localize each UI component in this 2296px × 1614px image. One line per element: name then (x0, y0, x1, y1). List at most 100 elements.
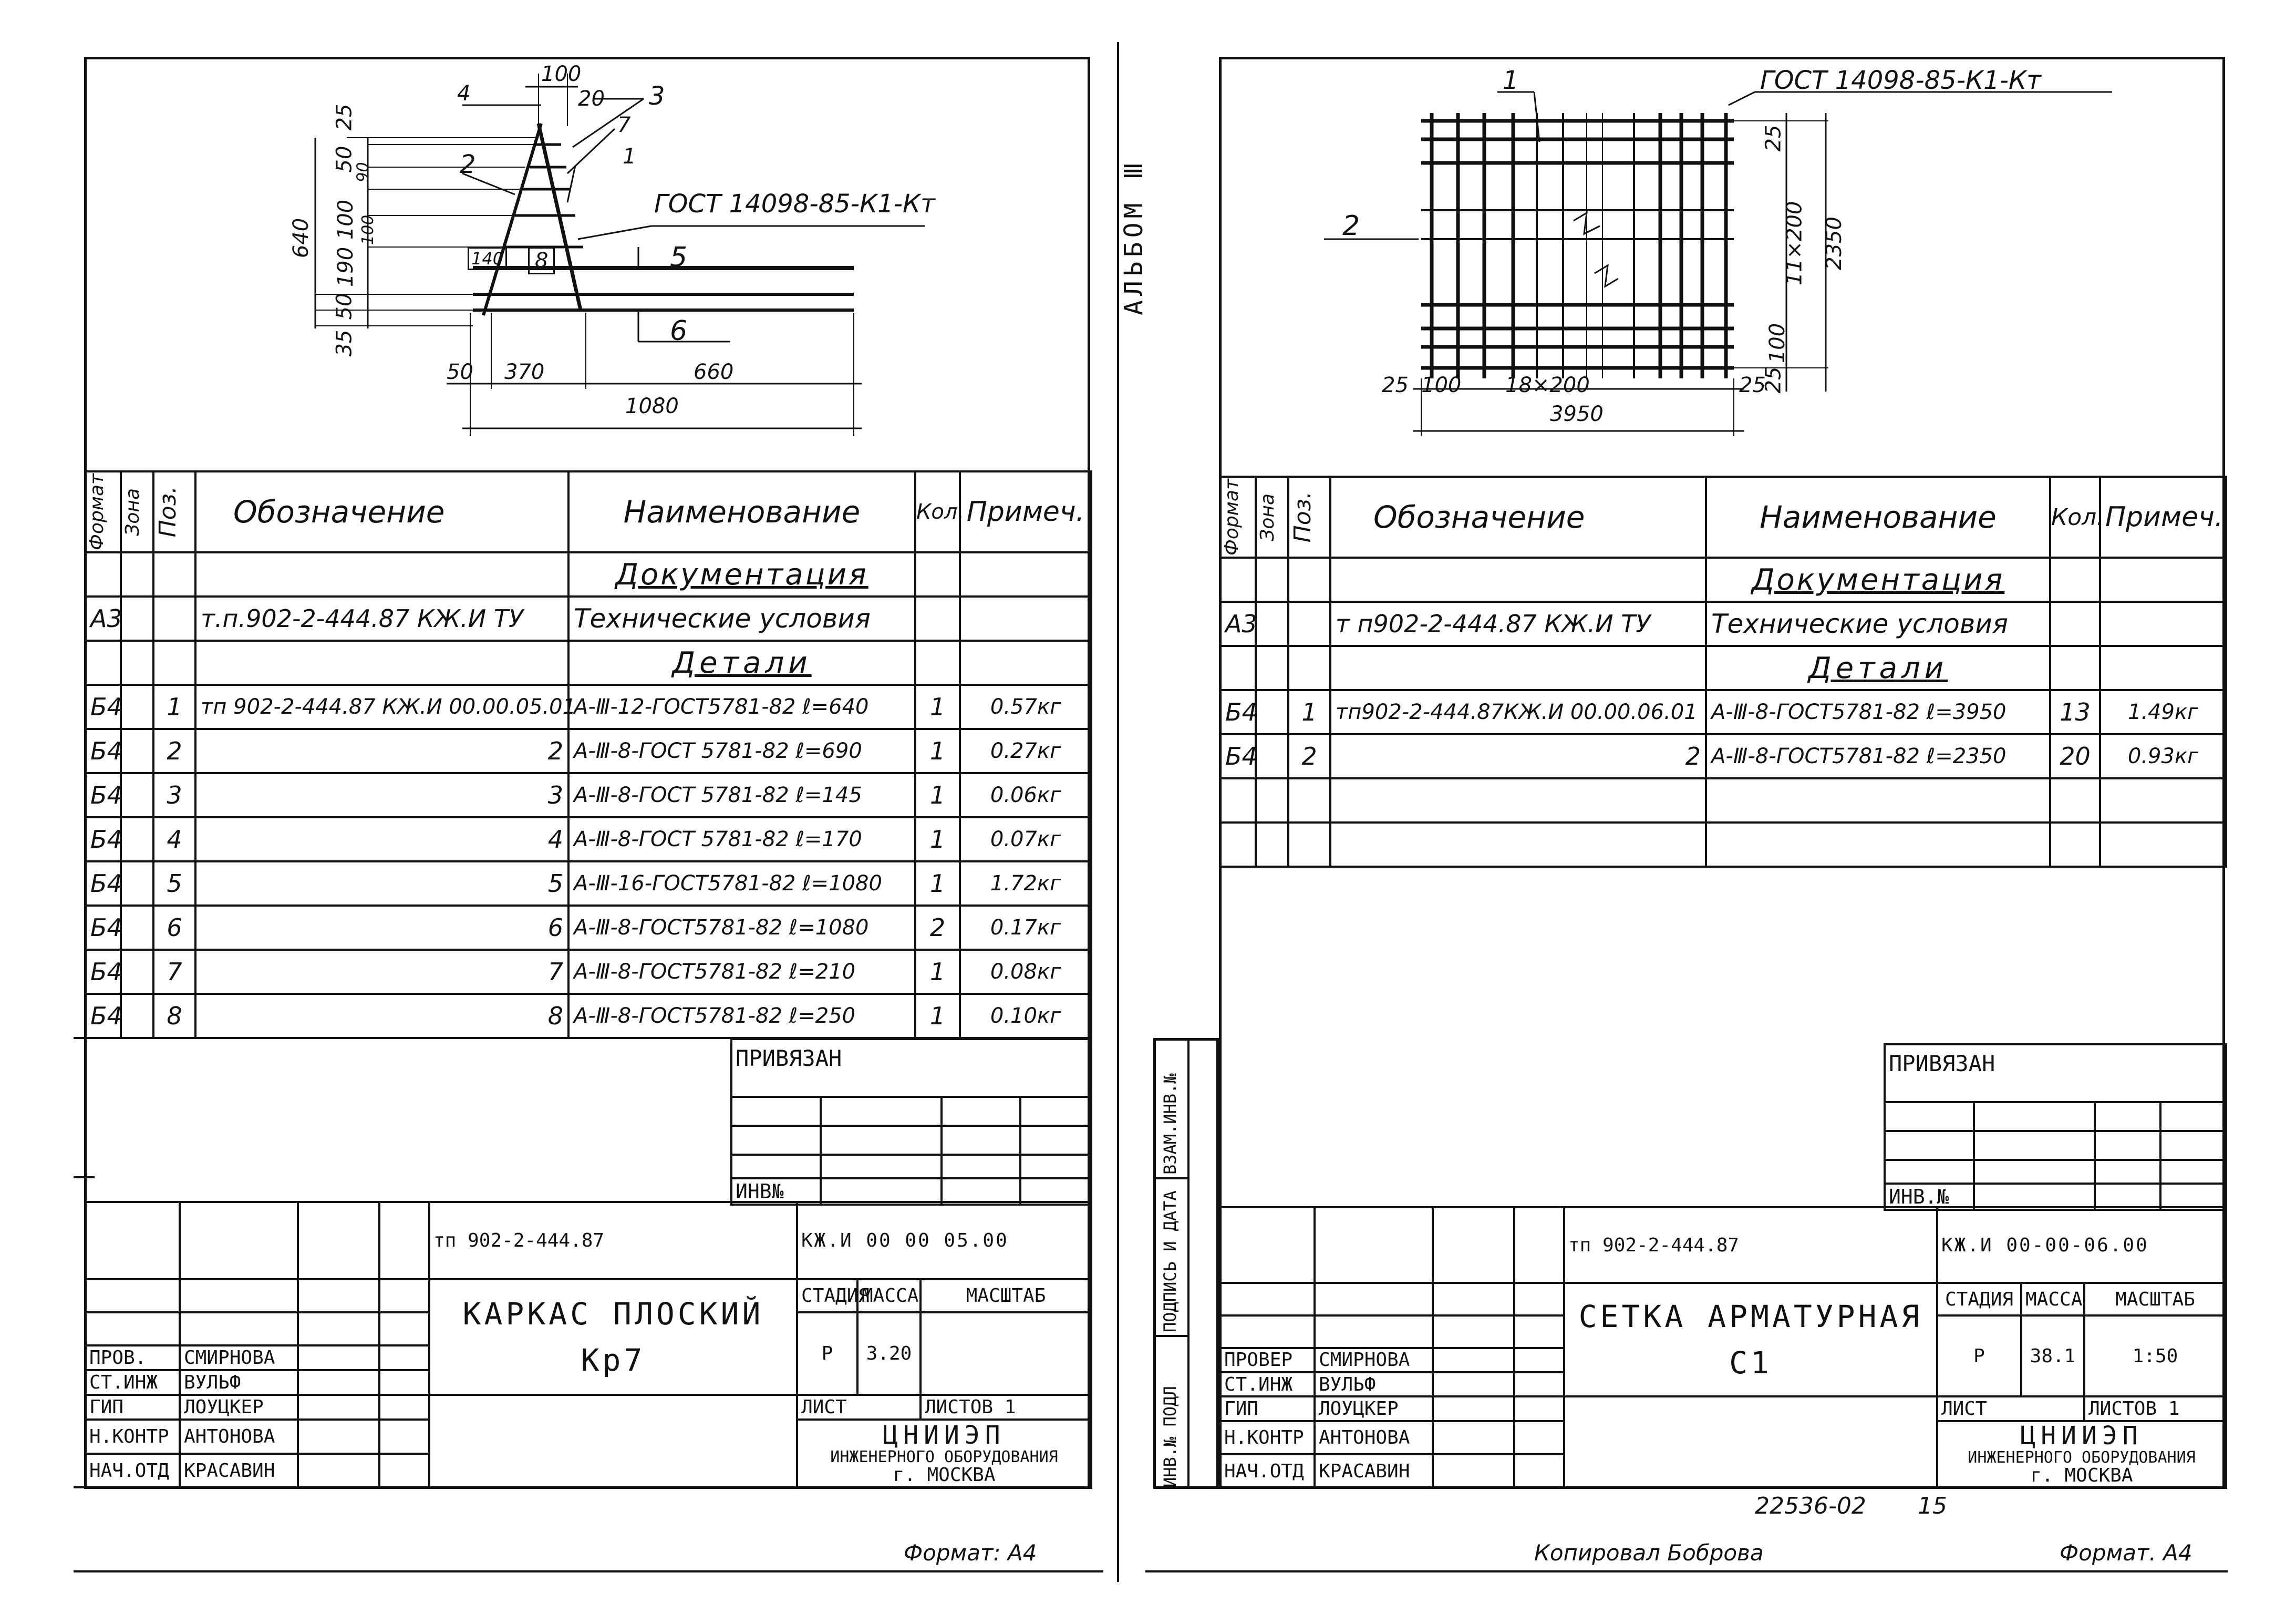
role-label: Н.КОНТР (84, 1418, 181, 1455)
cell-name: А-Ⅲ-8-ГОСТ5781-82 ℓ=3950 (1705, 689, 2051, 735)
org-city: г. МОСКВА (2030, 1465, 2133, 1487)
gost-label: ГОСТ 14098-85-К1-Кт (1760, 66, 2042, 95)
scale-header: МАСШТАБ (2083, 1282, 2228, 1317)
doc-row: А3 т.п.902-2-444.87 КЖ.И ТУ Технические … (84, 595, 1092, 642)
org-name: ЦНИИЭП (883, 1421, 1006, 1451)
cell-qty: 1 (914, 860, 961, 907)
cell-designation: 8 (194, 993, 570, 1039)
header-pos: Поз. (1289, 491, 1316, 543)
side-label-sign: ПОДПИСЬ И ДАТА (1160, 1190, 1180, 1332)
right-spec-table: Формат Зона Поз. Обозначение Наименовани… (1219, 476, 2227, 868)
cell-designation: 2 (1329, 733, 1707, 779)
callout-1: 1 (1503, 66, 1519, 95)
cell-name: Технические условия (567, 595, 916, 642)
cell-designation: 2 (194, 728, 570, 774)
cell-format: Б4 (84, 772, 122, 818)
sheet-header: ЛИСТ (1936, 1395, 2085, 1422)
cell-designation: 3 (194, 772, 570, 818)
sheet-header: ЛИСТ (796, 1394, 922, 1421)
right-format-label: Формат. А4 (2060, 1540, 2192, 1566)
callout-4: 4 (457, 81, 471, 106)
header-qty: Кол. (2049, 476, 2104, 559)
sheets-header: ЛИСТОВ 1 (919, 1394, 1093, 1421)
privyazan-label: ПРИВЯЗАН (1883, 1043, 2228, 1103)
sheets-header: ЛИСТОВ 1 (2083, 1395, 2228, 1422)
cell-pos: 1 (1287, 689, 1331, 735)
dim-100: 100 (334, 199, 358, 240)
drawing-mark: Кр7 (581, 1342, 646, 1378)
header-zone: Зона (122, 488, 143, 536)
cell-note: 0.08кг (959, 949, 1092, 995)
mass-value: 3.20 (856, 1311, 922, 1396)
scale-value: 1:50 (2083, 1314, 2228, 1398)
dim-label: 100 (541, 62, 582, 86)
inv-label: ИНВ№ (730, 1177, 822, 1206)
gost-label: ГОСТ 14098-85-К1-Кт (654, 189, 936, 219)
cell-designation: 7 (194, 949, 570, 995)
callout-1: 1 (623, 145, 636, 169)
cell-note: 0.93кг (2099, 733, 2227, 779)
header-zone: Зона (1257, 493, 1278, 541)
cell-qty: 13 (2049, 689, 2101, 735)
table-row (1219, 821, 2227, 868)
left-spec-table: Формат Зона Поз. Обозначение Наименовани… (84, 470, 1092, 1039)
cell-designation: тп 902-2-444.87 КЖ.И 00.00.05.01 (194, 684, 576, 730)
callout-2: 2 (1342, 210, 1360, 242)
spec-header-row: Формат Зона Поз. Обозначение Наименовани… (84, 470, 1092, 553)
signature (1432, 1346, 1515, 1373)
album-label: АЛЬБОМ Ⅲ (1119, 158, 1149, 315)
copied-by-label: Копировал Боброва (1534, 1540, 1764, 1566)
header-format: Формат (1221, 478, 1243, 556)
cell-format: Б4 (1219, 733, 1257, 779)
org-name: ЦНИИЭП (2020, 1421, 2143, 1451)
cell-name: А-Ⅲ-8-ГОСТ 5781-82 ℓ=170 (567, 816, 916, 862)
project-number: тп 902-2-444.87 (428, 1201, 798, 1280)
left-format-label: Формат: А4 (904, 1540, 1037, 1566)
section-parts: Детали (1705, 645, 2051, 691)
document-number: 22536-02 (1755, 1493, 1866, 1519)
inv-label: ИНВ.№ (1884, 1183, 1975, 1211)
role-label: НАЧ.ОТД (1219, 1453, 1316, 1489)
cell-format: А3 (1219, 601, 1257, 647)
cell-name: Технические условия (1705, 601, 2051, 647)
cell-name: А-Ⅲ-16-ГОСТ5781-82 ℓ=1080 (567, 860, 916, 907)
cell-format: Б4 (84, 993, 122, 1039)
page-number: 15 (1918, 1493, 1947, 1519)
cell-pos: 3 (152, 772, 196, 818)
dim-660: 660 (694, 360, 734, 384)
cell-name: А-Ⅲ-8-ГОСТ 5781-82 ℓ=690 (567, 728, 916, 774)
header-note: Примеч. (959, 470, 1092, 553)
drawing-mark: С1 (1729, 1345, 1772, 1381)
scale-header: МАСШТАБ (919, 1278, 1093, 1313)
mass-value: 38.1 (2020, 1314, 2085, 1398)
cell-pos: 4 (152, 816, 196, 862)
cell-qty: 1 (914, 949, 961, 995)
header-designation: Обозначение (194, 470, 570, 553)
callout-3: 3 (649, 81, 665, 111)
cell-name: А-Ⅲ-8-ГОСТ5781-82 ℓ=210 (567, 949, 916, 995)
cell-pos: 2 (152, 728, 196, 774)
cell-designation: тп902-2-444.87КЖ.И 00.00.06.01 (1329, 689, 1707, 735)
role-label: НАЧ.ОТД (84, 1453, 181, 1489)
org-subtitle: ИНЖЕНЕРНОГО ОБОРУДОВАНИЯ (1968, 1448, 2196, 1467)
header-pos: Поз. (154, 486, 181, 538)
project-number: тп 902-2-444.87 (1563, 1206, 1938, 1284)
callout-5: 5 (670, 242, 688, 273)
role-label: СТ.ИНЖ (1219, 1371, 1316, 1398)
privyazan-label: ПРИВЯЗАН (730, 1038, 1093, 1098)
cell-note: 0.17кг (959, 904, 1092, 951)
person-name: КРАСАВИН (179, 1453, 299, 1489)
dim-18x200: 18×200 (1505, 373, 1590, 397)
stage-value: Р (796, 1311, 859, 1396)
mass-header: МАССА (856, 1278, 922, 1313)
left-privyazan-box: ПРИВЯЗАН ИНВ№ (730, 1038, 1093, 1206)
cell-qty: 1 (914, 772, 961, 818)
header-name: Наименование (567, 470, 916, 553)
drawing-title: СЕТКА АРМАТУРНАЯ (1578, 1299, 1923, 1335)
